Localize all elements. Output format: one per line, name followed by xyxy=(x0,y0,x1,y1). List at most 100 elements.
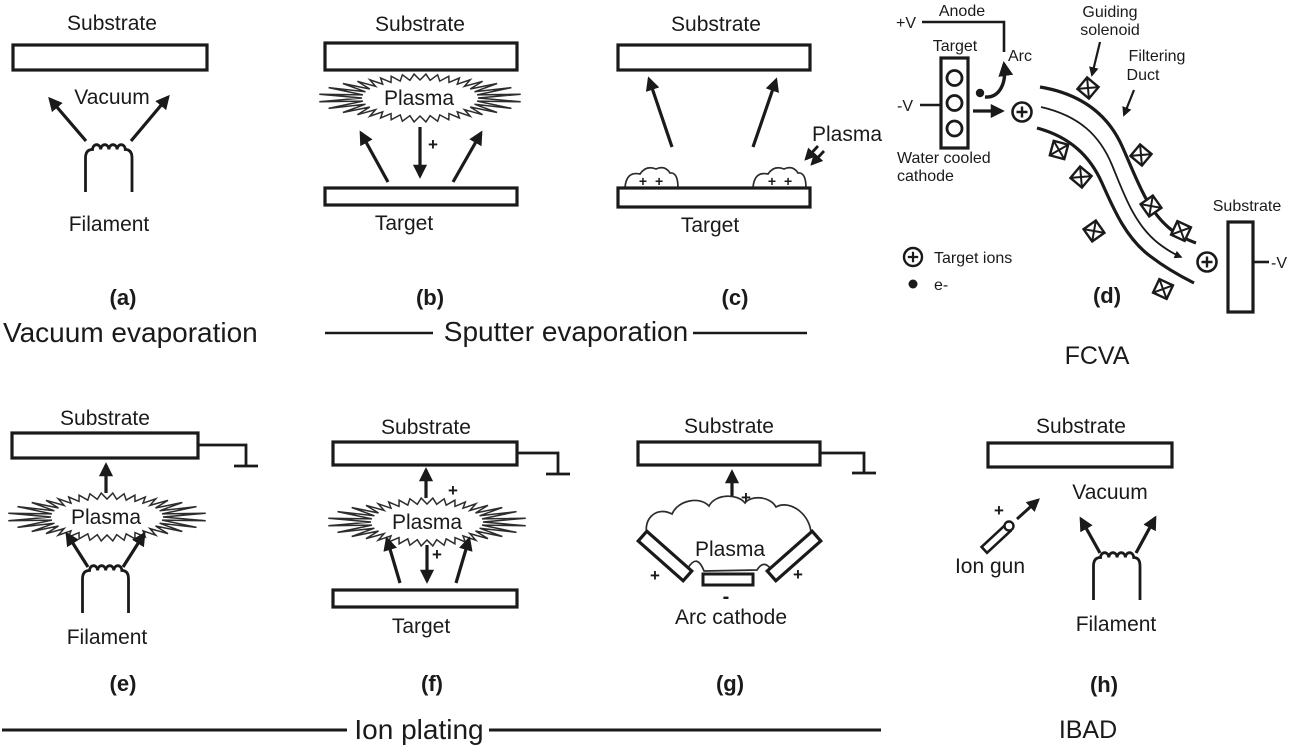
technique-label-vacuum-evaporation: Vacuum evaporation xyxy=(3,317,258,348)
ion-gun-nozzle-icon xyxy=(1003,520,1015,532)
solenoid-icon xyxy=(1081,218,1107,244)
ions-left-label: + + xyxy=(639,173,665,189)
arc-arrow xyxy=(984,61,1014,99)
plasma-pointer-arrow xyxy=(804,145,820,161)
ground-icon xyxy=(517,451,570,476)
legend-target-ions-label: Target ions xyxy=(934,250,1012,267)
panel-d-fcva: +V Anode Target Arc -V Water cooled cath… xyxy=(896,3,1287,370)
substrate-rect xyxy=(10,431,200,460)
anode-wire xyxy=(922,20,1006,52)
substrate-rect xyxy=(323,41,519,72)
plasma-label: Plasma xyxy=(695,538,765,561)
cathode-target-rect xyxy=(939,56,970,150)
evaporation-arrow-right xyxy=(129,94,170,143)
filament-label: Filament xyxy=(67,626,148,649)
panel-a-vacuum-evaporation: Substrate Vacuum Filament (a) Vacuum eva… xyxy=(3,12,258,348)
evaporation-arrow-left xyxy=(48,96,88,143)
filament-label: Filament xyxy=(1076,613,1157,636)
substrate-label: Substrate xyxy=(60,407,150,430)
technique-label-fcva: FCVA xyxy=(1065,342,1130,370)
sputtered-arrow-right xyxy=(454,536,473,584)
evaporation-arrow-right xyxy=(1134,515,1157,554)
ion-plus-top: + xyxy=(448,481,458,500)
anode-left-rect xyxy=(635,528,695,584)
technique-label-sputter-evaporation: Sputter evaporation xyxy=(444,316,688,347)
legend-electron-label: e- xyxy=(934,277,948,294)
ions-right-label: + + xyxy=(768,173,794,189)
anode-plus-left: + xyxy=(650,566,660,585)
evaporation-arrow-left xyxy=(65,531,90,568)
target-ion-icon xyxy=(902,246,924,268)
panel-f-ion-plating-target: Substrate + Plasma + Target (f) xyxy=(328,416,570,696)
target-pellet-icon xyxy=(945,119,964,138)
ion-plus-sign: + xyxy=(994,501,1004,520)
arc-label: Arc xyxy=(1008,48,1032,65)
guiding-solenoid-label-line1: Guiding xyxy=(1082,4,1137,21)
solenoid-icon xyxy=(1151,277,1175,301)
substrate-rect xyxy=(636,440,822,467)
filament-coil xyxy=(1092,551,1142,600)
ion-gun-label: Ion gun xyxy=(955,555,1025,578)
ion-plus-sign: + xyxy=(428,135,438,154)
solenoid-icon xyxy=(1048,139,1070,161)
sputtered-arrow-left xyxy=(645,76,674,148)
plus-v-label: +V xyxy=(896,15,916,32)
target-label: Target xyxy=(681,214,740,237)
substrate-rect xyxy=(616,43,812,72)
plasma-burst xyxy=(328,496,526,548)
legend: Target ions e- xyxy=(902,246,1012,294)
plasma-pocket-right xyxy=(752,166,807,189)
plasma-pointer-arrow-2 xyxy=(810,150,826,166)
solenoid-icon xyxy=(1169,219,1193,243)
target-ion-icon xyxy=(1196,251,1218,273)
panel-caption: (h) xyxy=(1090,672,1118,697)
panel-caption: (a) xyxy=(110,285,137,310)
filament-label: Filament xyxy=(69,213,150,236)
minus-v-label: -V xyxy=(897,98,913,115)
target-rect xyxy=(323,186,519,207)
solenoid-icons xyxy=(1048,75,1193,301)
substrate-label: Substrate xyxy=(684,415,774,438)
substrate-rect xyxy=(1226,220,1255,314)
evaporation-arrow-right xyxy=(121,531,146,568)
panel-caption: (b) xyxy=(416,285,444,310)
guiding-solenoid-label-line2: solenoid xyxy=(1080,22,1140,39)
anode-right-rect xyxy=(764,528,824,584)
plasma-label: Plasma xyxy=(392,511,462,534)
water-cooled-label-line1: Water cooled xyxy=(897,150,991,167)
panel-caption: (g) xyxy=(716,671,744,696)
substrate-label: Substrate xyxy=(375,13,465,36)
ion-beam-arrow xyxy=(1015,498,1040,521)
substrate-label: Substrate xyxy=(381,416,471,439)
substrate-rect xyxy=(331,440,519,467)
solenoid-icon xyxy=(1075,75,1101,101)
substrate-label: Substrate xyxy=(1036,415,1126,438)
plasma-label: Plasma xyxy=(812,123,882,146)
guiding-solenoid-pointer-arrow xyxy=(1089,41,1102,77)
arc-cathode-label: Arc cathode xyxy=(675,606,787,629)
substrate-rect xyxy=(986,441,1174,469)
solenoid-icon xyxy=(1128,142,1154,168)
substrate-bias-label: -V xyxy=(1271,255,1287,272)
target-rect xyxy=(331,588,519,609)
plasma-pocket-left xyxy=(624,166,679,189)
filtering-duct-label-line2: Duct xyxy=(1127,67,1160,84)
solenoid-icon xyxy=(1068,164,1094,190)
ion-plus-mid: + xyxy=(432,545,442,564)
plasma-label: Plasma xyxy=(71,506,141,529)
duct-inner-wall xyxy=(1036,126,1195,285)
filament-coil xyxy=(84,143,134,192)
plasma-cloud xyxy=(645,495,812,576)
target-label: Target xyxy=(392,615,451,638)
panel-g-ion-plating-arc: Substrate + Plasma + + - Arc cathode (g) xyxy=(635,415,876,696)
filtering-duct-pointer-arrow xyxy=(1122,89,1136,117)
anode-label: Anode xyxy=(939,3,985,20)
cathode-minus-sign: - xyxy=(723,586,730,608)
substrate-label: Substrate xyxy=(1213,198,1282,215)
target-pellet-icon xyxy=(945,94,964,112)
sputtered-arrow-left xyxy=(359,130,390,183)
sputter-evaporation-group-label: Sputter evaporation xyxy=(325,316,807,347)
sputtered-arrow-right xyxy=(751,77,780,148)
ion-beam-path xyxy=(1040,106,1183,259)
